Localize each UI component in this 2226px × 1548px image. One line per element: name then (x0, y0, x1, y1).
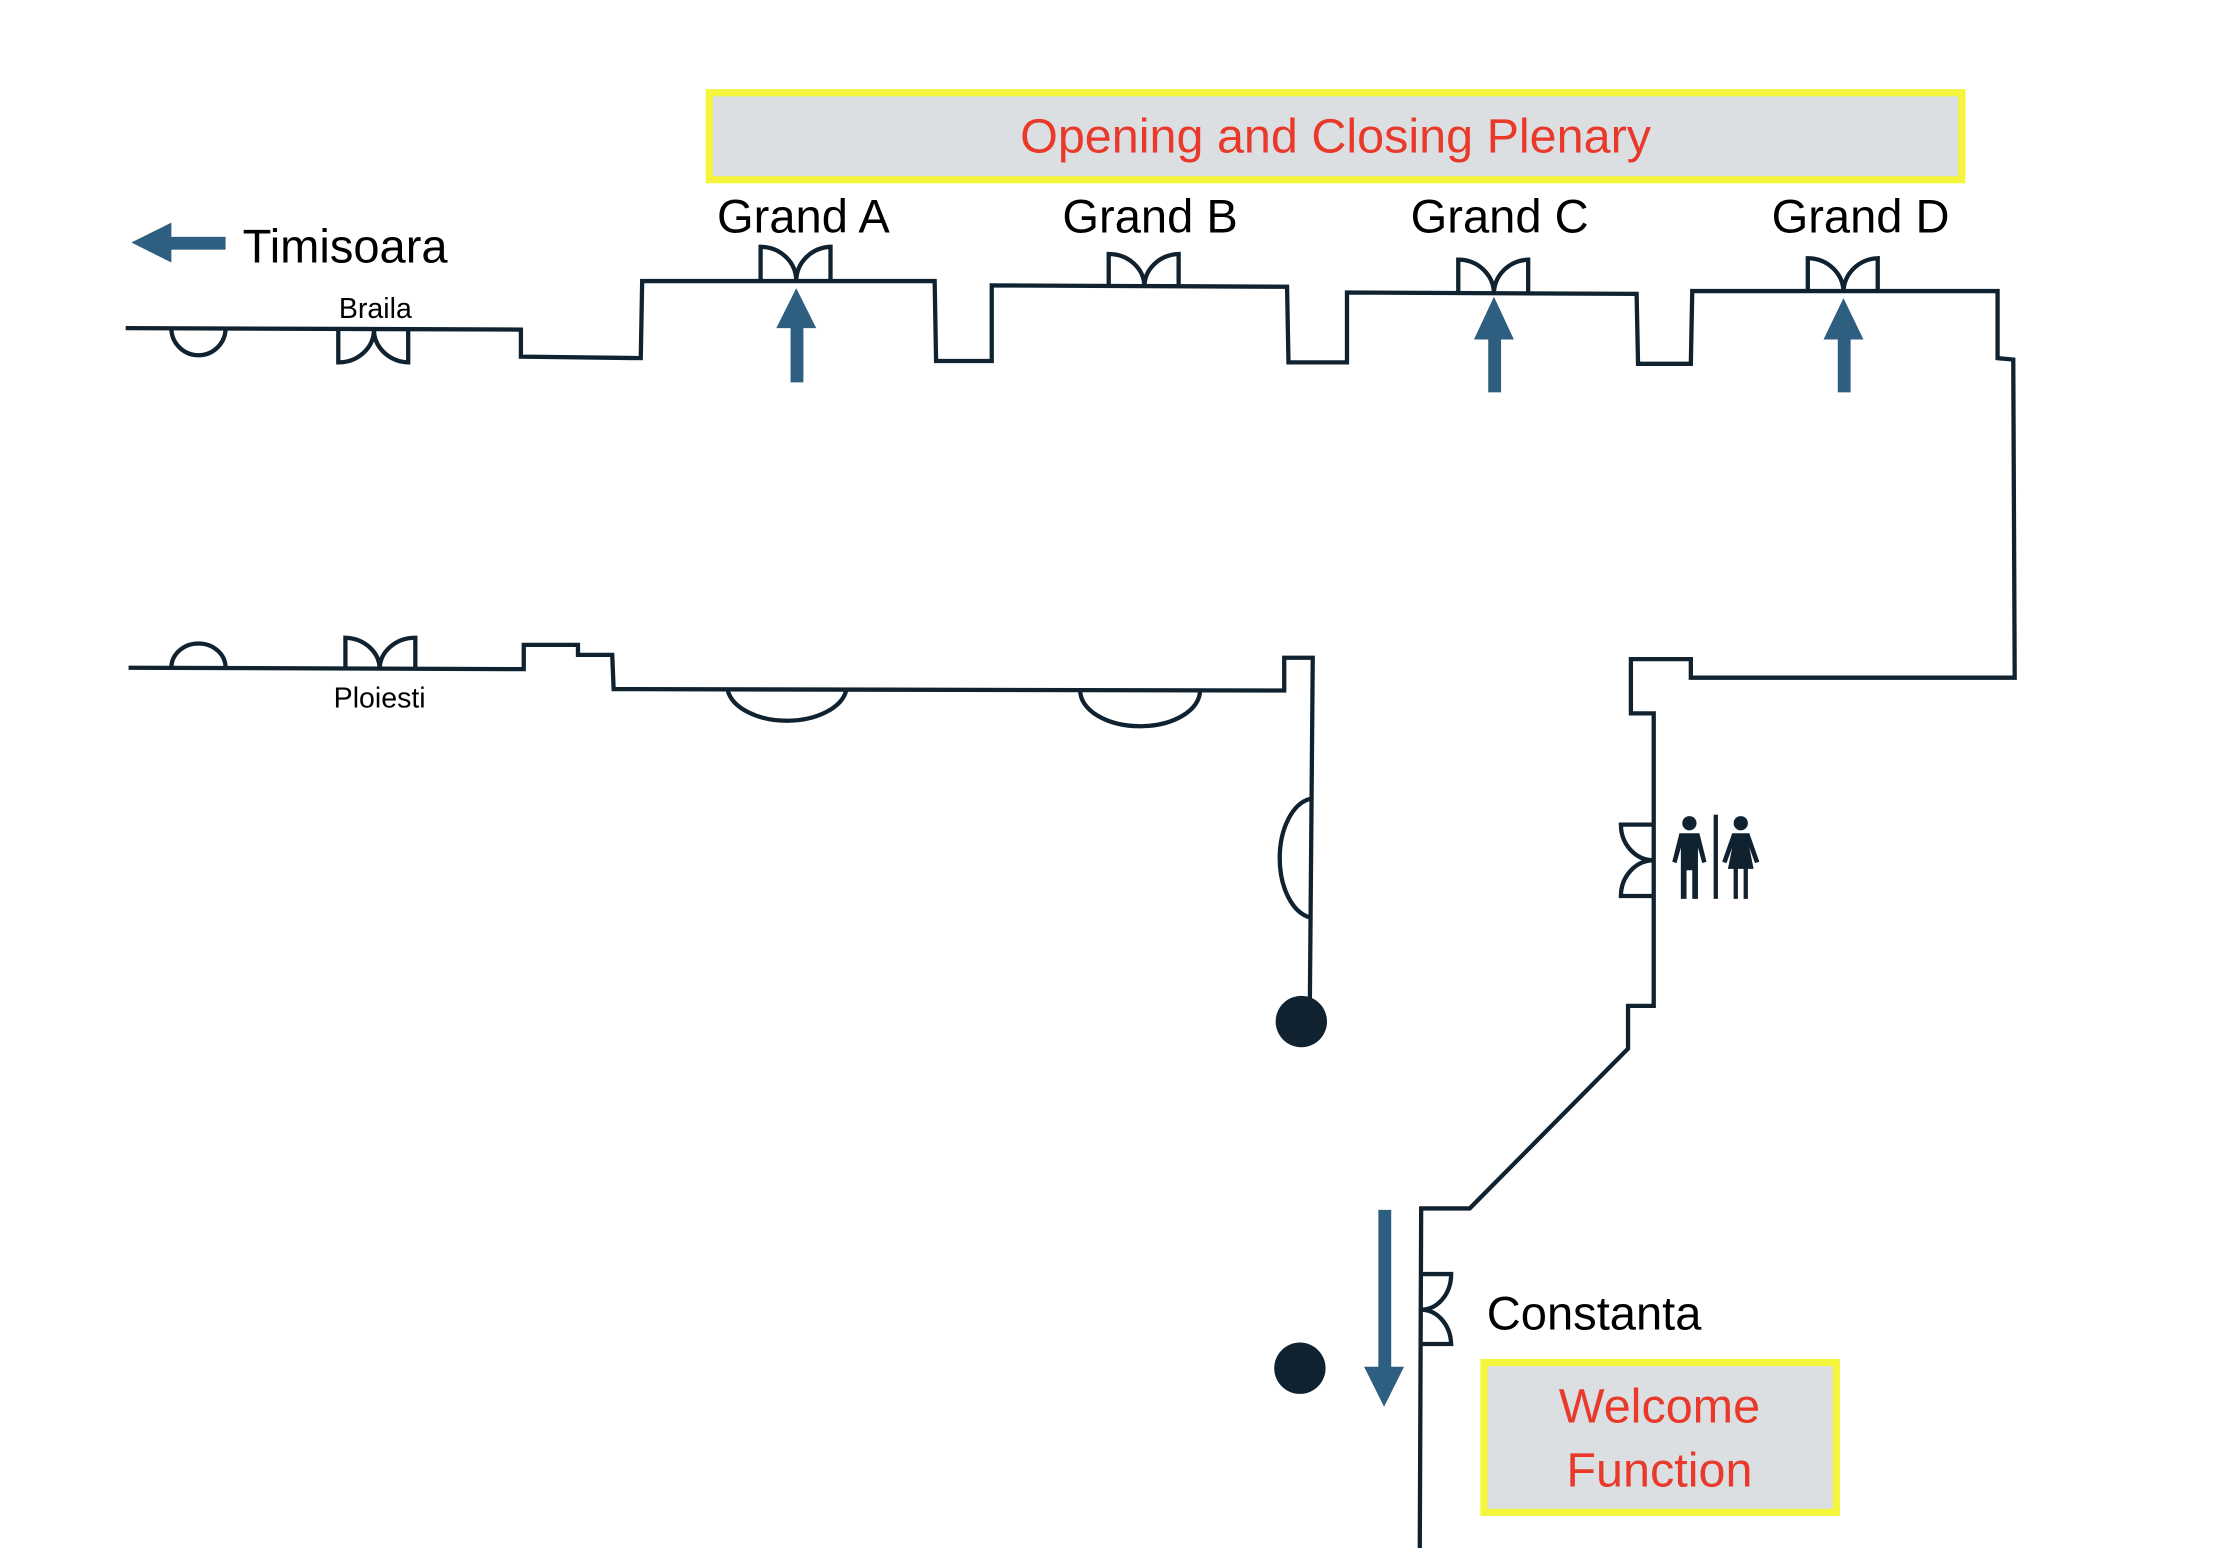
welcome-line-1: Welcome (1559, 1379, 1760, 1433)
arrow-left-icon (131, 222, 226, 263)
room-grand-c: Grand C (1411, 190, 1589, 243)
arrow-up-icon (1473, 296, 1514, 393)
door-ploiesti-corridor (169, 641, 228, 668)
plenary-label: Opening and Closing Plenary (1020, 110, 1652, 164)
plenary-banner: Opening and Closing Plenary (705, 89, 1966, 184)
room-constanta: Constanta (1487, 1287, 1702, 1340)
room-grand-d: Grand D (1772, 190, 1950, 243)
door-oval-1 (725, 689, 849, 723)
door-oval-3 (1277, 796, 1311, 920)
column (1274, 1342, 1326, 1394)
room-grand-a: Grand A (717, 190, 890, 243)
door-grand-b (1106, 251, 1181, 287)
direction-timisoara: Timisoara (243, 220, 449, 273)
welcome-line-2: Function (1566, 1444, 1752, 1498)
door-braila-corridor (169, 328, 228, 358)
restroom-icon (1672, 814, 1760, 899)
door-constanta (1421, 1271, 1454, 1347)
door-restroom (1618, 822, 1654, 899)
room-grand-b: Grand B (1062, 190, 1237, 243)
arrow-up-icon (1823, 298, 1864, 393)
door-braila (336, 329, 411, 365)
column (1275, 995, 1328, 1048)
door-grand-a (758, 244, 833, 282)
arrow-up-icon (776, 288, 817, 383)
upper-wall (125, 278, 2017, 1548)
door-oval-2 (1078, 690, 1203, 729)
door-grand-d (1805, 256, 1880, 293)
lower-wall (128, 642, 1315, 999)
door-ploiesti (343, 635, 418, 670)
room-ploiesti: Ploiesti (334, 683, 426, 715)
arrow-down-icon (1364, 1209, 1405, 1407)
door-grand-c (1456, 257, 1531, 295)
welcome-function-box: Welcome Function (1480, 1358, 1840, 1516)
room-braila: Braila (339, 293, 412, 325)
